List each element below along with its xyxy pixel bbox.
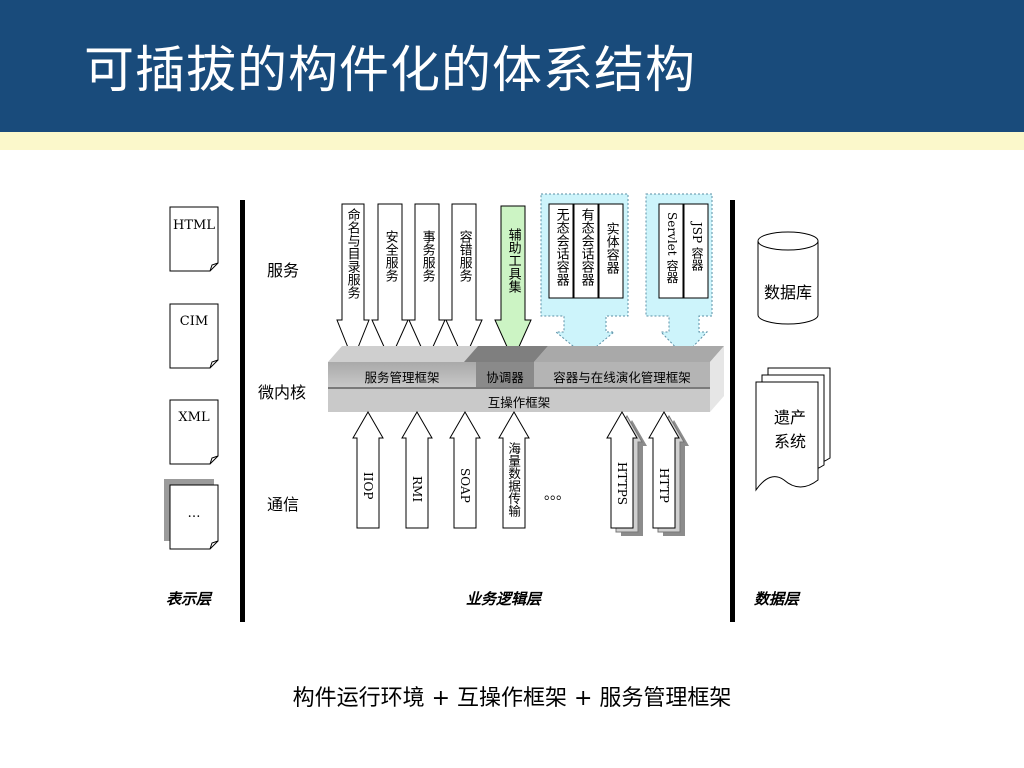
protocol-arrow-http: [648, 410, 689, 536]
protocol-iiop: IIOP: [361, 472, 375, 500]
protocol-arrow-iiop: [352, 410, 384, 529]
footer-caption: 构件运行环境 + 互操作框架 + 服务管理框架: [292, 686, 732, 711]
service-arrow-2: [371, 203, 409, 362]
coordinator-label: 协调器: [486, 370, 524, 385]
title-stripe: [0, 132, 1024, 150]
protocol-soap: SOAP: [458, 468, 472, 503]
row-label-service: 服务: [267, 261, 300, 280]
layer-presentation: 表示层: [166, 590, 212, 608]
container-group-2: [645, 193, 713, 357]
protocol-rmi: RMI: [410, 476, 424, 503]
title-bar: 可插拔的构件化的体系结构: [0, 0, 1024, 132]
service-framework-label: 服务管理框架: [364, 370, 440, 385]
doc-xml-label: XML: [178, 410, 210, 425]
protocol-http: HTTP: [657, 468, 671, 503]
service-arrow-3: [408, 203, 446, 362]
doc-html-label: HTML: [173, 218, 215, 233]
separator-left: [240, 200, 245, 622]
legacy-system-label: 遗产系统: [773, 408, 806, 451]
servlet-container: Servlet 容器: [665, 212, 679, 284]
layer-business-logic: 业务逻辑层: [466, 590, 542, 608]
mass-data-transfer: 海量数据传输: [506, 442, 522, 517]
entity-container: 实体容器: [603, 222, 619, 274]
layer-data: 数据层: [754, 590, 800, 608]
service-arrow-1: [336, 203, 370, 362]
doc-more-label: …: [187, 506, 201, 521]
assist-tools-arrow: [494, 205, 532, 362]
doc-more: [164, 479, 219, 550]
doc-xml: [169, 399, 219, 465]
doc-cim-label: CIM: [179, 314, 209, 329]
legacy-system-docs: [755, 367, 831, 492]
service-transaction: 事务服务: [419, 230, 435, 282]
service-arrow-4: [445, 203, 483, 362]
protocol-arrow-rmi: [401, 410, 433, 529]
service-naming-directory: 命名与目录服务: [344, 208, 360, 299]
row-label-microkernel: 微内核: [258, 383, 307, 402]
database-label: 数据库: [763, 283, 812, 302]
stateful-session-container: 有态会话容器: [578, 208, 594, 286]
ellipsis-label: 。。。: [544, 487, 570, 503]
stateless-session-container: 无态会话容器: [553, 208, 569, 286]
doc-html: [169, 206, 219, 272]
protocol-arrow-soap: [449, 410, 481, 529]
protocol-arrow-https: [606, 410, 647, 536]
container-framework-label: 容器与在线演化管理框架: [553, 370, 691, 385]
jsp-container: JSP 容器: [690, 222, 704, 271]
interop-framework-label: 互操作框架: [487, 395, 551, 410]
separator-right: [730, 200, 735, 622]
assist-tools-label: 辅助工具集: [505, 228, 521, 293]
service-fault-tolerance: 容错服务: [456, 230, 472, 282]
doc-cim: [169, 303, 219, 369]
service-security: 安全服务: [382, 230, 398, 282]
mass-data-arrow: [498, 410, 530, 529]
database-cylinder: [757, 231, 819, 325]
protocol-https: HTTPS: [615, 462, 629, 505]
container-group-1: [540, 193, 629, 357]
row-label-communication: 通信: [267, 495, 300, 514]
kernel-bar: [328, 346, 724, 412]
page-title: 可插拔的构件化的体系结构: [84, 41, 696, 99]
